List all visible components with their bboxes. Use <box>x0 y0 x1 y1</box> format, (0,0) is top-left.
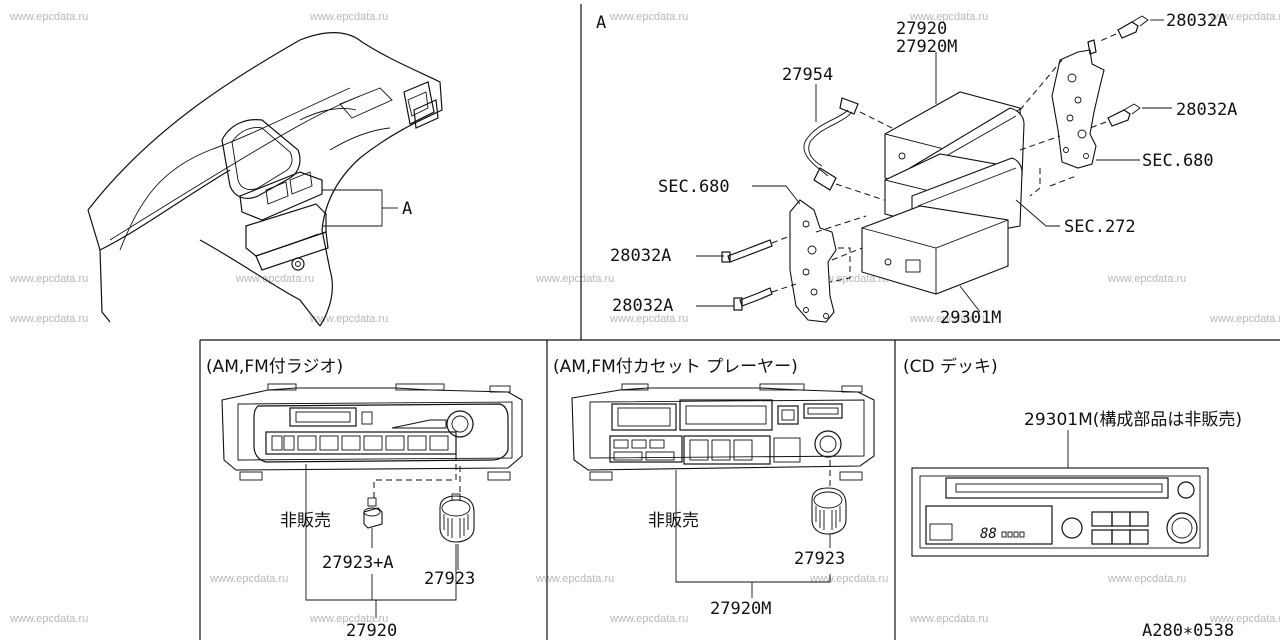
screw-right <box>1089 103 1141 129</box>
label-radio-27923: 27923 <box>424 569 475 589</box>
watermark: www.epcdata.ru <box>1209 313 1280 325</box>
detail-a-view: A <box>596 11 1237 328</box>
small-knob-27923-a <box>363 497 383 529</box>
watermark: www.epcdata.ru <box>1209 11 1280 23</box>
watermark: www.epcdata.ru <box>309 613 388 625</box>
label-27920: 27920 <box>896 19 947 39</box>
panel-frame <box>199 4 1280 640</box>
label-28032a-left-1: 28032A <box>610 246 671 266</box>
label-28032a-left-2: 28032A <box>612 296 673 316</box>
label-cassette-27920m: 27920M <box>710 599 771 619</box>
watermark: www.epcdata.ru <box>9 273 88 285</box>
label-29301m: 29301M <box>940 308 1001 328</box>
watermark: www.epcdata.ru <box>9 11 88 23</box>
watermark: www.epcdata.ru <box>235 273 314 285</box>
label-27920m: 27920M <box>896 37 957 57</box>
watermark: www.epcdata.ru <box>609 11 688 23</box>
watermark: www.epcdata.ru <box>1209 613 1280 625</box>
knob-27923-cassette <box>811 487 847 535</box>
cd-panel: (CD デッキ) 29301M(構成部品は非販売) 88 <box>903 356 1242 557</box>
cd-display-digits: 88 <box>980 526 997 542</box>
watermark: www.epcdata.ru <box>9 313 88 325</box>
watermark: www.epcdata.ru <box>609 613 688 625</box>
knob-27923 <box>439 493 475 543</box>
cd-panel-title: (CD デッキ) <box>903 356 998 377</box>
watermark: www.epcdata.ru <box>609 313 688 325</box>
dashboard-overview: A <box>87 32 443 327</box>
radio-panel: (AM,FM付ラジオ) <box>206 357 523 640</box>
watermark: www.epcdata.ru <box>209 573 288 585</box>
label-sec680-right: SEC.680 <box>1142 151 1214 171</box>
watermark: www.epcdata.ru <box>909 613 988 625</box>
label-27923-a: 27923+A <box>322 553 394 573</box>
watermark: www.epcdata.ru <box>309 11 388 23</box>
watermark: www.epcdata.ru <box>909 11 988 23</box>
watermark: www.epcdata.ru <box>535 573 614 585</box>
label-28032a-right: 28032A <box>1176 100 1237 120</box>
radio-panel-title: (AM,FM付ラジオ) <box>206 357 343 377</box>
watermark: www.epcdata.ru <box>9 613 88 625</box>
watermark: www.epcdata.ru <box>809 573 888 585</box>
diagram-code: A280∗0538 <box>1142 621 1234 640</box>
watermark: www.epcdata.ru <box>309 313 388 325</box>
cassette-panel-title: (AM,FM付カセット プレーヤー) <box>553 357 798 377</box>
label-28032a-top-right: 28032A <box>1166 11 1227 31</box>
watermark: www.epcdata.ru <box>1107 273 1186 285</box>
screw-top-right <box>1097 15 1149 43</box>
screw-left-2 <box>733 283 797 311</box>
label-sec272: SEC.272 <box>1064 217 1136 237</box>
label-sec680-left: SEC.680 <box>658 177 730 197</box>
callout-a-label: A <box>402 199 412 219</box>
watermark: www.epcdata.ru <box>909 313 988 325</box>
radio-not-for-sale: 非販売 <box>280 511 331 531</box>
watermark: www.epcdata.ru <box>535 273 614 285</box>
label-radio-27920: 27920 <box>346 621 397 640</box>
detail-marker: A <box>596 13 606 33</box>
cassette-panel: (AM,FM付カセット プレーヤー) <box>553 357 875 619</box>
label-cd-29301m: 29301M(構成部品は非販売) <box>1024 410 1242 430</box>
label-27954: 27954 <box>782 65 833 85</box>
screw-left-1 <box>721 235 791 263</box>
cassette-not-for-sale: 非販売 <box>648 511 699 531</box>
watermark: www.epcdata.ru <box>1107 573 1186 585</box>
label-cassette-27923: 27923 <box>794 549 845 569</box>
